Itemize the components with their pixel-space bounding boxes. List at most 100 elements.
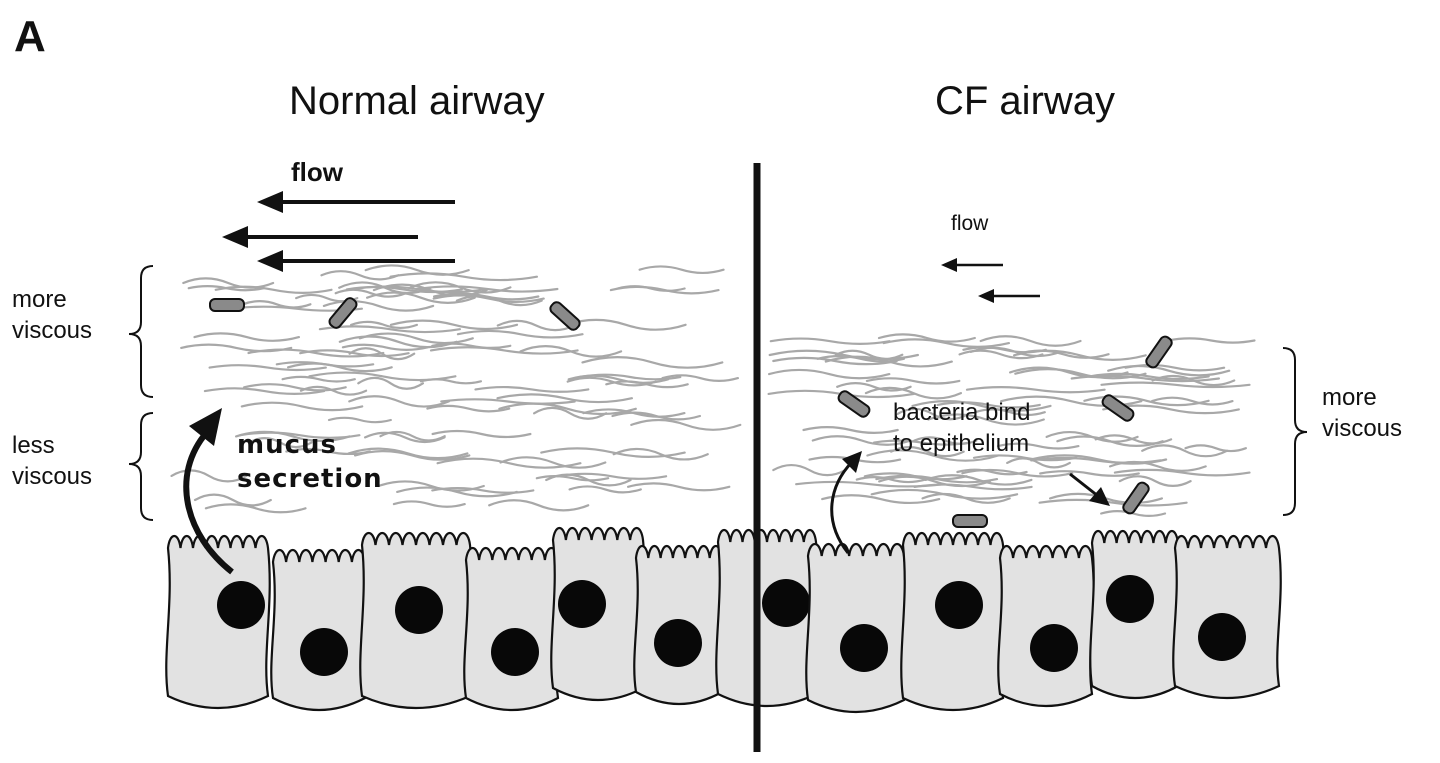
label-line: to epithelium xyxy=(893,430,1030,458)
secretion-arrowhead xyxy=(189,408,222,446)
mucus-strand xyxy=(440,398,576,405)
mucus-strand xyxy=(496,393,633,404)
more-viscous-label-right: more viscous xyxy=(1322,382,1402,444)
mucus-strand xyxy=(193,332,300,342)
flow-arrowhead xyxy=(222,226,248,248)
flow-arrowhead xyxy=(257,250,283,272)
mucus-strand xyxy=(836,382,912,392)
mucus-strand xyxy=(1107,364,1231,377)
mucus-strand xyxy=(768,368,891,380)
cell-nucleus xyxy=(935,581,983,629)
mucus-strand xyxy=(878,475,991,488)
mucus-strand xyxy=(396,486,518,498)
mucus-strand xyxy=(882,338,1010,348)
epithelium xyxy=(165,526,1282,714)
mucus-strand xyxy=(972,454,1078,462)
cell-nucleus xyxy=(558,580,606,628)
mucus-strand xyxy=(568,485,642,494)
mucus-strand xyxy=(334,288,407,298)
mucus-strand xyxy=(429,346,579,355)
bacterium xyxy=(837,390,871,418)
mucus-strand xyxy=(170,469,248,483)
mucus-strand xyxy=(1151,396,1234,406)
bacterium xyxy=(1122,481,1150,515)
bacteria xyxy=(209,297,1173,528)
more-viscous-label-left: more viscous xyxy=(12,284,92,346)
flow-arrowhead xyxy=(941,258,957,272)
bracket-less-viscous-left xyxy=(128,412,154,521)
mucus-strand xyxy=(415,285,559,293)
mucus-strand xyxy=(1088,372,1210,380)
cell-nucleus xyxy=(1030,624,1078,672)
mucus-strand xyxy=(1141,444,1229,458)
mucus-strand xyxy=(911,400,1052,412)
mucus-strand xyxy=(816,355,905,363)
secretion-arrow-cf xyxy=(830,460,854,554)
bracket-more-viscous-right xyxy=(1282,347,1308,516)
mucus-strand xyxy=(877,333,976,343)
mucus-strand xyxy=(203,387,326,395)
label-line: viscous xyxy=(12,463,93,491)
cf-airway-title: CF airway xyxy=(935,79,1116,123)
mucus-strand xyxy=(287,362,393,373)
normal-airway-title: Normal airway xyxy=(289,79,545,123)
mucus-strand xyxy=(426,404,511,413)
mucus-strand xyxy=(565,318,687,331)
mucus-strand xyxy=(474,385,590,393)
mucus-strand xyxy=(627,482,731,492)
mucus-strand xyxy=(896,407,970,421)
mucus-strand xyxy=(772,356,898,366)
mucus-strand xyxy=(235,430,351,442)
panel-letter: A xyxy=(14,12,46,61)
bracket-more-viscous-left xyxy=(128,265,154,398)
mucus-strand xyxy=(1030,456,1162,464)
secretion-arrowhead-cf xyxy=(842,451,862,473)
mucus-strand xyxy=(1039,470,1140,477)
mucus-strand xyxy=(630,418,742,431)
mucus-strand xyxy=(961,468,1074,478)
mucus-strand xyxy=(769,337,891,345)
mucus-strand xyxy=(965,386,1106,394)
mucus-strand xyxy=(821,494,941,505)
mucus-strand xyxy=(193,493,272,507)
mucus-strand xyxy=(498,402,637,416)
mucus-strand xyxy=(661,374,739,382)
mucus-strand xyxy=(996,442,1080,450)
mucus-strand xyxy=(318,325,461,334)
mucus-strand xyxy=(1045,430,1139,443)
mucus-strand xyxy=(556,472,668,480)
mucus-strand xyxy=(535,475,610,482)
mucus-strand xyxy=(357,376,424,390)
flow-arrowhead xyxy=(257,191,283,213)
mucus-strand xyxy=(275,361,375,368)
mucus-strand xyxy=(377,480,485,492)
label-line: viscous xyxy=(12,317,93,345)
mucus-strand xyxy=(389,319,519,331)
epithelial-cell xyxy=(165,534,271,710)
cell-nucleus xyxy=(654,619,702,667)
mucus-strand xyxy=(1113,468,1251,477)
mucus-strand xyxy=(299,349,410,358)
mucus-strand xyxy=(348,395,450,408)
mucus-strand xyxy=(974,408,1046,417)
label-line: mucus xyxy=(237,430,337,460)
mucus-strand xyxy=(566,376,657,387)
mucus-strand xyxy=(208,364,327,372)
bacterium xyxy=(209,298,245,312)
bacterium xyxy=(1145,335,1173,369)
mucus-strands-normal xyxy=(170,264,742,514)
bacteria-bind-label: bacteria bind to epithelium xyxy=(893,397,1030,459)
mucus-strand xyxy=(1184,444,1247,453)
mucus-strand xyxy=(432,294,545,304)
mucus-strand xyxy=(795,480,945,488)
mucus-strand xyxy=(348,347,416,361)
mucus-strand xyxy=(1006,457,1071,469)
mucus-strand xyxy=(890,446,965,458)
mucus-strand xyxy=(488,499,590,512)
mucus-strand xyxy=(927,413,1045,426)
cell-nucleus xyxy=(217,581,265,629)
mucus-strand xyxy=(392,500,466,508)
mucus-strand xyxy=(1100,381,1251,389)
